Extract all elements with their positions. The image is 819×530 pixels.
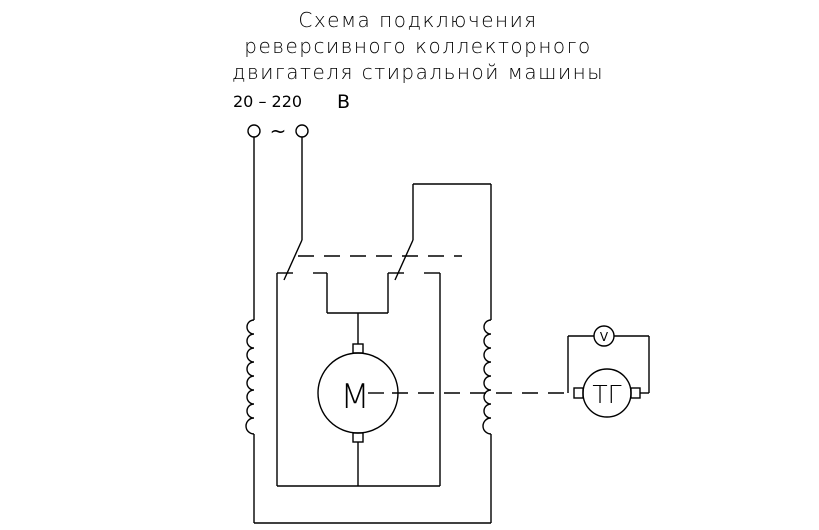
title-line-1: Схема подключения bbox=[298, 8, 537, 32]
title-line-3: двигателя стиральной машины bbox=[232, 60, 604, 84]
switch-2-feed bbox=[412, 183, 492, 320]
tacho-terminal-left bbox=[573, 387, 584, 399]
switch-1-blade bbox=[283, 239, 303, 281]
voltmeter bbox=[593, 325, 615, 347]
switch-contacts bbox=[276, 272, 441, 486]
switch-2-blade bbox=[394, 239, 414, 281]
voltmeter-label: V bbox=[600, 330, 609, 344]
left-field-coil bbox=[245, 319, 255, 435]
left-supply-wire bbox=[253, 137, 491, 524]
tachogenerator-label: ТГ bbox=[592, 380, 621, 409]
voltmeter-wiring bbox=[567, 335, 650, 394]
right-field-coil bbox=[482, 319, 492, 435]
motor-brush-bottom bbox=[352, 432, 364, 443]
brush-bridge bbox=[327, 273, 389, 344]
motor-label: М bbox=[340, 377, 369, 417]
supply-voltage-unit: В bbox=[337, 91, 350, 113]
tacho-terminal-right bbox=[630, 387, 641, 399]
supply-terminal-right bbox=[295, 124, 309, 138]
motor-return-wire bbox=[277, 442, 440, 487]
supply-terminal-left bbox=[247, 124, 261, 138]
motor-brush-top bbox=[352, 343, 364, 354]
title-line-2: реверсивного коллекторного bbox=[244, 34, 591, 58]
ac-symbol: ~ bbox=[270, 119, 287, 143]
supply-voltage: 20 – 220 bbox=[233, 92, 302, 111]
